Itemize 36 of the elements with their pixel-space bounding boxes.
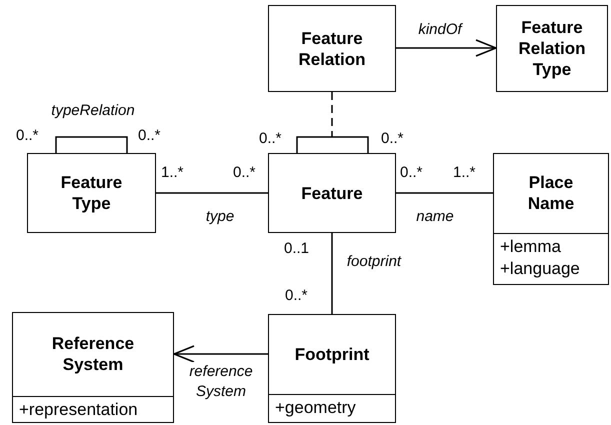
class-box <box>268 153 396 233</box>
association-line <box>55 136 128 153</box>
class-name: Reference System <box>50 333 136 376</box>
association-line <box>331 233 333 314</box>
attribute-text: +language <box>500 258 581 280</box>
multiplicity-label: 0..* <box>16 127 39 145</box>
class-name: Feature Type <box>60 172 124 214</box>
class-name: Feature <box>301 182 363 204</box>
multiplicity-label: 1..* <box>161 164 184 182</box>
multiplicity-label: 0..* <box>285 287 308 305</box>
class-name: Place Name <box>526 172 576 214</box>
class-name: Feature Relation <box>297 28 367 70</box>
multiplicity-label: 0..* <box>400 164 423 182</box>
dashed-line <box>331 92 333 137</box>
class-box <box>493 153 609 285</box>
attribute-text: +geometry <box>275 396 357 418</box>
class-box <box>12 312 174 423</box>
arrow <box>396 39 497 57</box>
class-box <box>268 5 396 92</box>
class-name: Feature Relation Type <box>517 17 587 80</box>
class-box <box>496 5 608 92</box>
multiplicity-label: 0..* <box>138 127 161 145</box>
association-line <box>156 192 268 194</box>
class-name: Footprint <box>294 344 370 365</box>
multiplicity-label: 0..1 <box>284 240 310 258</box>
attribute-text: +lemma <box>500 236 562 258</box>
multiplicity-label: 1..* <box>453 164 476 182</box>
association-line <box>396 192 493 194</box>
multiplicity-label: 0..* <box>259 130 282 148</box>
multiplicity-label: 0..* <box>381 130 404 148</box>
association-line <box>296 136 369 153</box>
multiplicity-label: 0..* <box>233 164 256 182</box>
class-box <box>268 314 396 423</box>
arrow <box>173 345 268 363</box>
attribute-text: +representation <box>19 398 139 420</box>
class-box <box>27 153 156 233</box>
